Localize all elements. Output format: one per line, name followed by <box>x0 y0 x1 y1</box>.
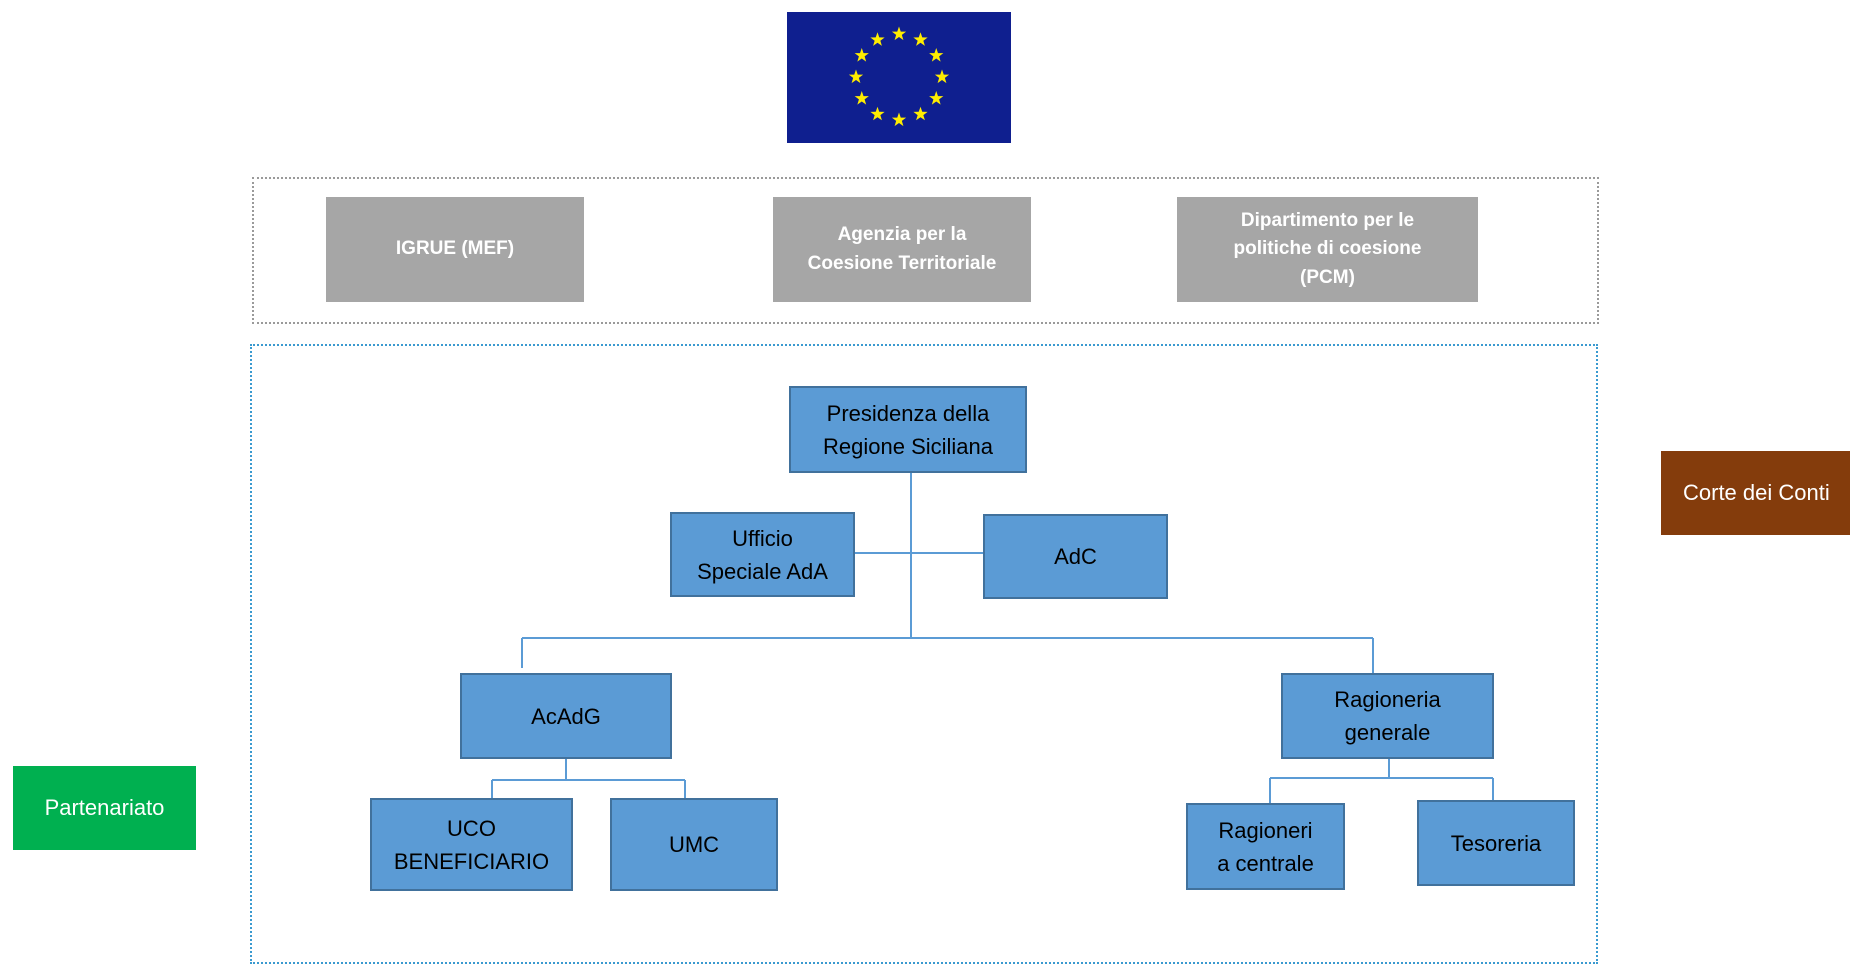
ufficio-ada-box: Ufficio Speciale AdA <box>670 512 855 597</box>
uco-beneficiario-box: UCO BENEFICIARIO <box>370 798 573 891</box>
ragioneri-centrale-box: Ragioneri a centrale <box>1186 803 1345 890</box>
star-icon <box>870 106 885 121</box>
national-bodies-group <box>252 177 1599 324</box>
star-icon <box>913 32 928 46</box>
star-icon <box>891 112 907 127</box>
eu-flag-logo <box>787 12 1011 143</box>
star-icon <box>913 106 928 121</box>
star-icon <box>870 32 885 46</box>
presidenza-box: Presidenza della Regione Siciliana <box>789 386 1027 473</box>
agenzia-coesione-box: Agenzia per la Coesione Territoriale <box>773 197 1031 302</box>
star-icon <box>934 69 950 84</box>
umc-box: UMC <box>610 798 778 891</box>
partenariato-box: Partenariato <box>13 766 196 850</box>
star-icon <box>891 26 907 41</box>
star-icon <box>929 91 944 105</box>
tesoreria-box: Tesoreria <box>1417 800 1575 886</box>
star-icon <box>848 69 864 84</box>
star-icon <box>854 48 869 62</box>
star-icon <box>854 91 869 105</box>
dipartimento-coesione-box: Dipartimento per le politiche di coesion… <box>1177 197 1478 302</box>
adc-box: AdC <box>983 514 1168 599</box>
ragioneria-generale-box: Ragioneria generale <box>1281 673 1494 759</box>
star-icon <box>929 48 944 62</box>
corte-dei-conti-box: Corte dei Conti <box>1661 451 1850 535</box>
acadg-box: AcAdG <box>460 673 672 759</box>
igrue-box: IGRUE (MEF) <box>326 197 584 302</box>
eu-stars-icon <box>848 26 950 127</box>
